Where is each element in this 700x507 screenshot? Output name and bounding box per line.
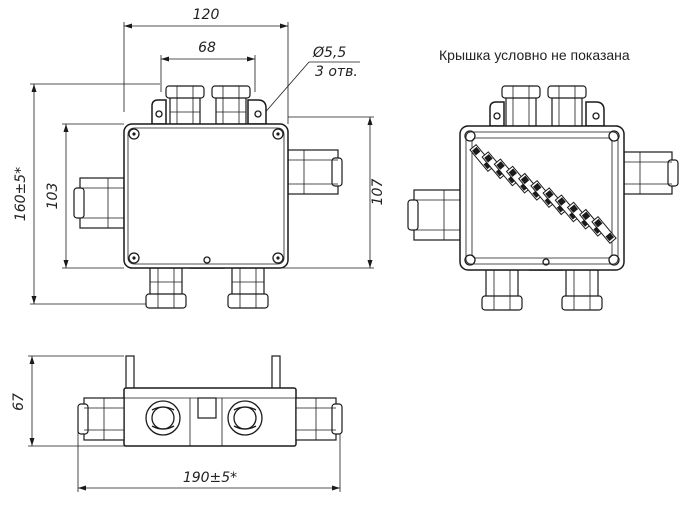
dim-120-label: 120 — [193, 7, 220, 23]
enclosure-body — [123, 123, 289, 269]
dim-160-label: 160±5* — [13, 167, 29, 221]
dim-67-label: 67 — [11, 393, 27, 411]
terminal — [591, 215, 617, 245]
dim-height-107: 107 — [280, 116, 386, 269]
top-view: 120 68 Ø5,5 3 отв. 160±5* — [13, 7, 386, 309]
dim-103-label: 103 — [45, 183, 61, 210]
open-gland-bottom-left — [481, 269, 523, 311]
open-view: Крышка условно не показана — [407, 47, 679, 311]
cable-gland-top-right — [211, 85, 251, 125]
side-view: 67 190±5* — [11, 355, 343, 492]
dim-gland-68: 68 — [160, 40, 256, 92]
dim-190-label: 190±5* — [183, 470, 237, 486]
cable-gland-bottom-left — [145, 267, 187, 309]
cable-gland-bottom-right — [227, 267, 269, 309]
side-gland-front-left — [145, 400, 181, 436]
dim-height-103: 103 — [45, 123, 124, 269]
cable-gland-left — [73, 177, 125, 229]
hole-dia-label: Ø5,5 — [312, 45, 346, 61]
hole-count-label: 3 отв. — [315, 64, 358, 80]
side-gland-right — [295, 397, 343, 441]
dim-width-120: 120 — [123, 7, 289, 124]
dim-68-label: 68 — [198, 40, 216, 56]
open-gland-bottom-right — [561, 269, 603, 311]
side-gland-front-right — [227, 400, 263, 436]
cable-gland-top-left — [165, 85, 205, 125]
dim-height-160: 160±5* — [13, 83, 160, 305]
open-gland-right — [623, 151, 679, 195]
cable-gland-right — [287, 149, 343, 195]
open-gland-top-right — [547, 85, 587, 127]
open-gland-top-left — [501, 85, 541, 127]
dim-107-label: 107 — [370, 179, 386, 206]
hole-callout: Ø5,5 3 отв. — [261, 45, 360, 117]
open-gland-left — [407, 189, 463, 241]
side-gland-left — [77, 397, 125, 441]
terminal-block-rail — [469, 143, 617, 245]
mount-ear-left — [151, 99, 167, 125]
corner-screws — [128, 110, 284, 264]
mount-ear-right — [247, 99, 267, 125]
cover-note: Крышка условно не показана — [439, 47, 630, 63]
